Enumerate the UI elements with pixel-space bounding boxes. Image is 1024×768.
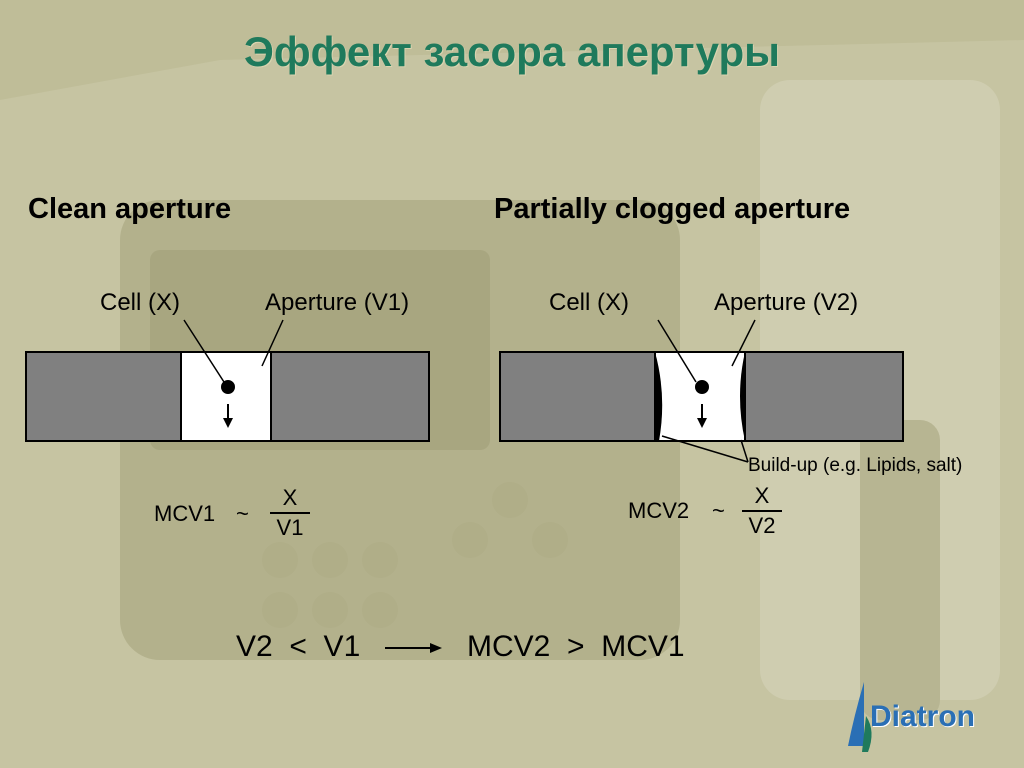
left-cell-label: Cell (X) <box>100 289 181 316</box>
conclusion-premise: V2 < V1 <box>236 630 361 663</box>
buildup-label: Build-up (e.g. Lipids, salt) <box>748 455 963 476</box>
left-aperture-pointer <box>261 319 284 367</box>
right-aperture-pointer <box>731 319 756 367</box>
page-title: Эффект засора апертуры <box>244 28 780 75</box>
right-denominator: V2 <box>748 513 776 538</box>
clean-aperture-diagram <box>25 319 430 442</box>
diatron-logo-text: Diatron <box>870 700 975 733</box>
right-fraction: X V2 <box>742 483 782 539</box>
right-aperture-label: Aperture (V2) <box>714 289 859 316</box>
right-cell-pointer <box>657 319 697 383</box>
left-aperture-label: Aperture (V1) <box>265 289 410 316</box>
right-cell-dot <box>695 380 709 394</box>
buildup-right <box>740 352 745 441</box>
left-wall-left <box>25 351 182 442</box>
buildup-pointer-1 <box>661 435 749 463</box>
clean-aperture-heading: Clean aperture <box>28 193 232 225</box>
buildup-left <box>655 352 663 441</box>
left-numerator: X <box>282 485 298 510</box>
right-formula-lhs: MCV2 <box>628 498 690 523</box>
right-cell-label: Cell (X) <box>549 289 630 316</box>
left-denominator: V1 <box>276 515 304 540</box>
left-formula-tilde: ~ <box>236 501 249 526</box>
right-wall-right <box>744 351 904 442</box>
buildup-pointer-2 <box>740 439 749 463</box>
right-aperture-opening <box>654 351 746 442</box>
left-cell-pointer <box>183 319 225 383</box>
right-formula-tilde: ~ <box>712 498 725 523</box>
left-fraction: X V1 <box>270 485 310 541</box>
clogged-aperture-heading: Partially clogged aperture <box>494 193 851 225</box>
clogged-aperture-diagram <box>499 319 904 463</box>
left-formula-lhs: MCV1 <box>154 501 216 526</box>
left-wall-right <box>270 351 430 442</box>
diatron-logo-mark <box>848 682 872 752</box>
right-wall-left <box>499 351 656 442</box>
right-numerator: X <box>754 483 770 508</box>
conclusion-result: MCV2 > MCV1 <box>467 630 685 663</box>
left-cell-dot <box>221 380 235 394</box>
left-aperture-opening <box>180 351 272 442</box>
